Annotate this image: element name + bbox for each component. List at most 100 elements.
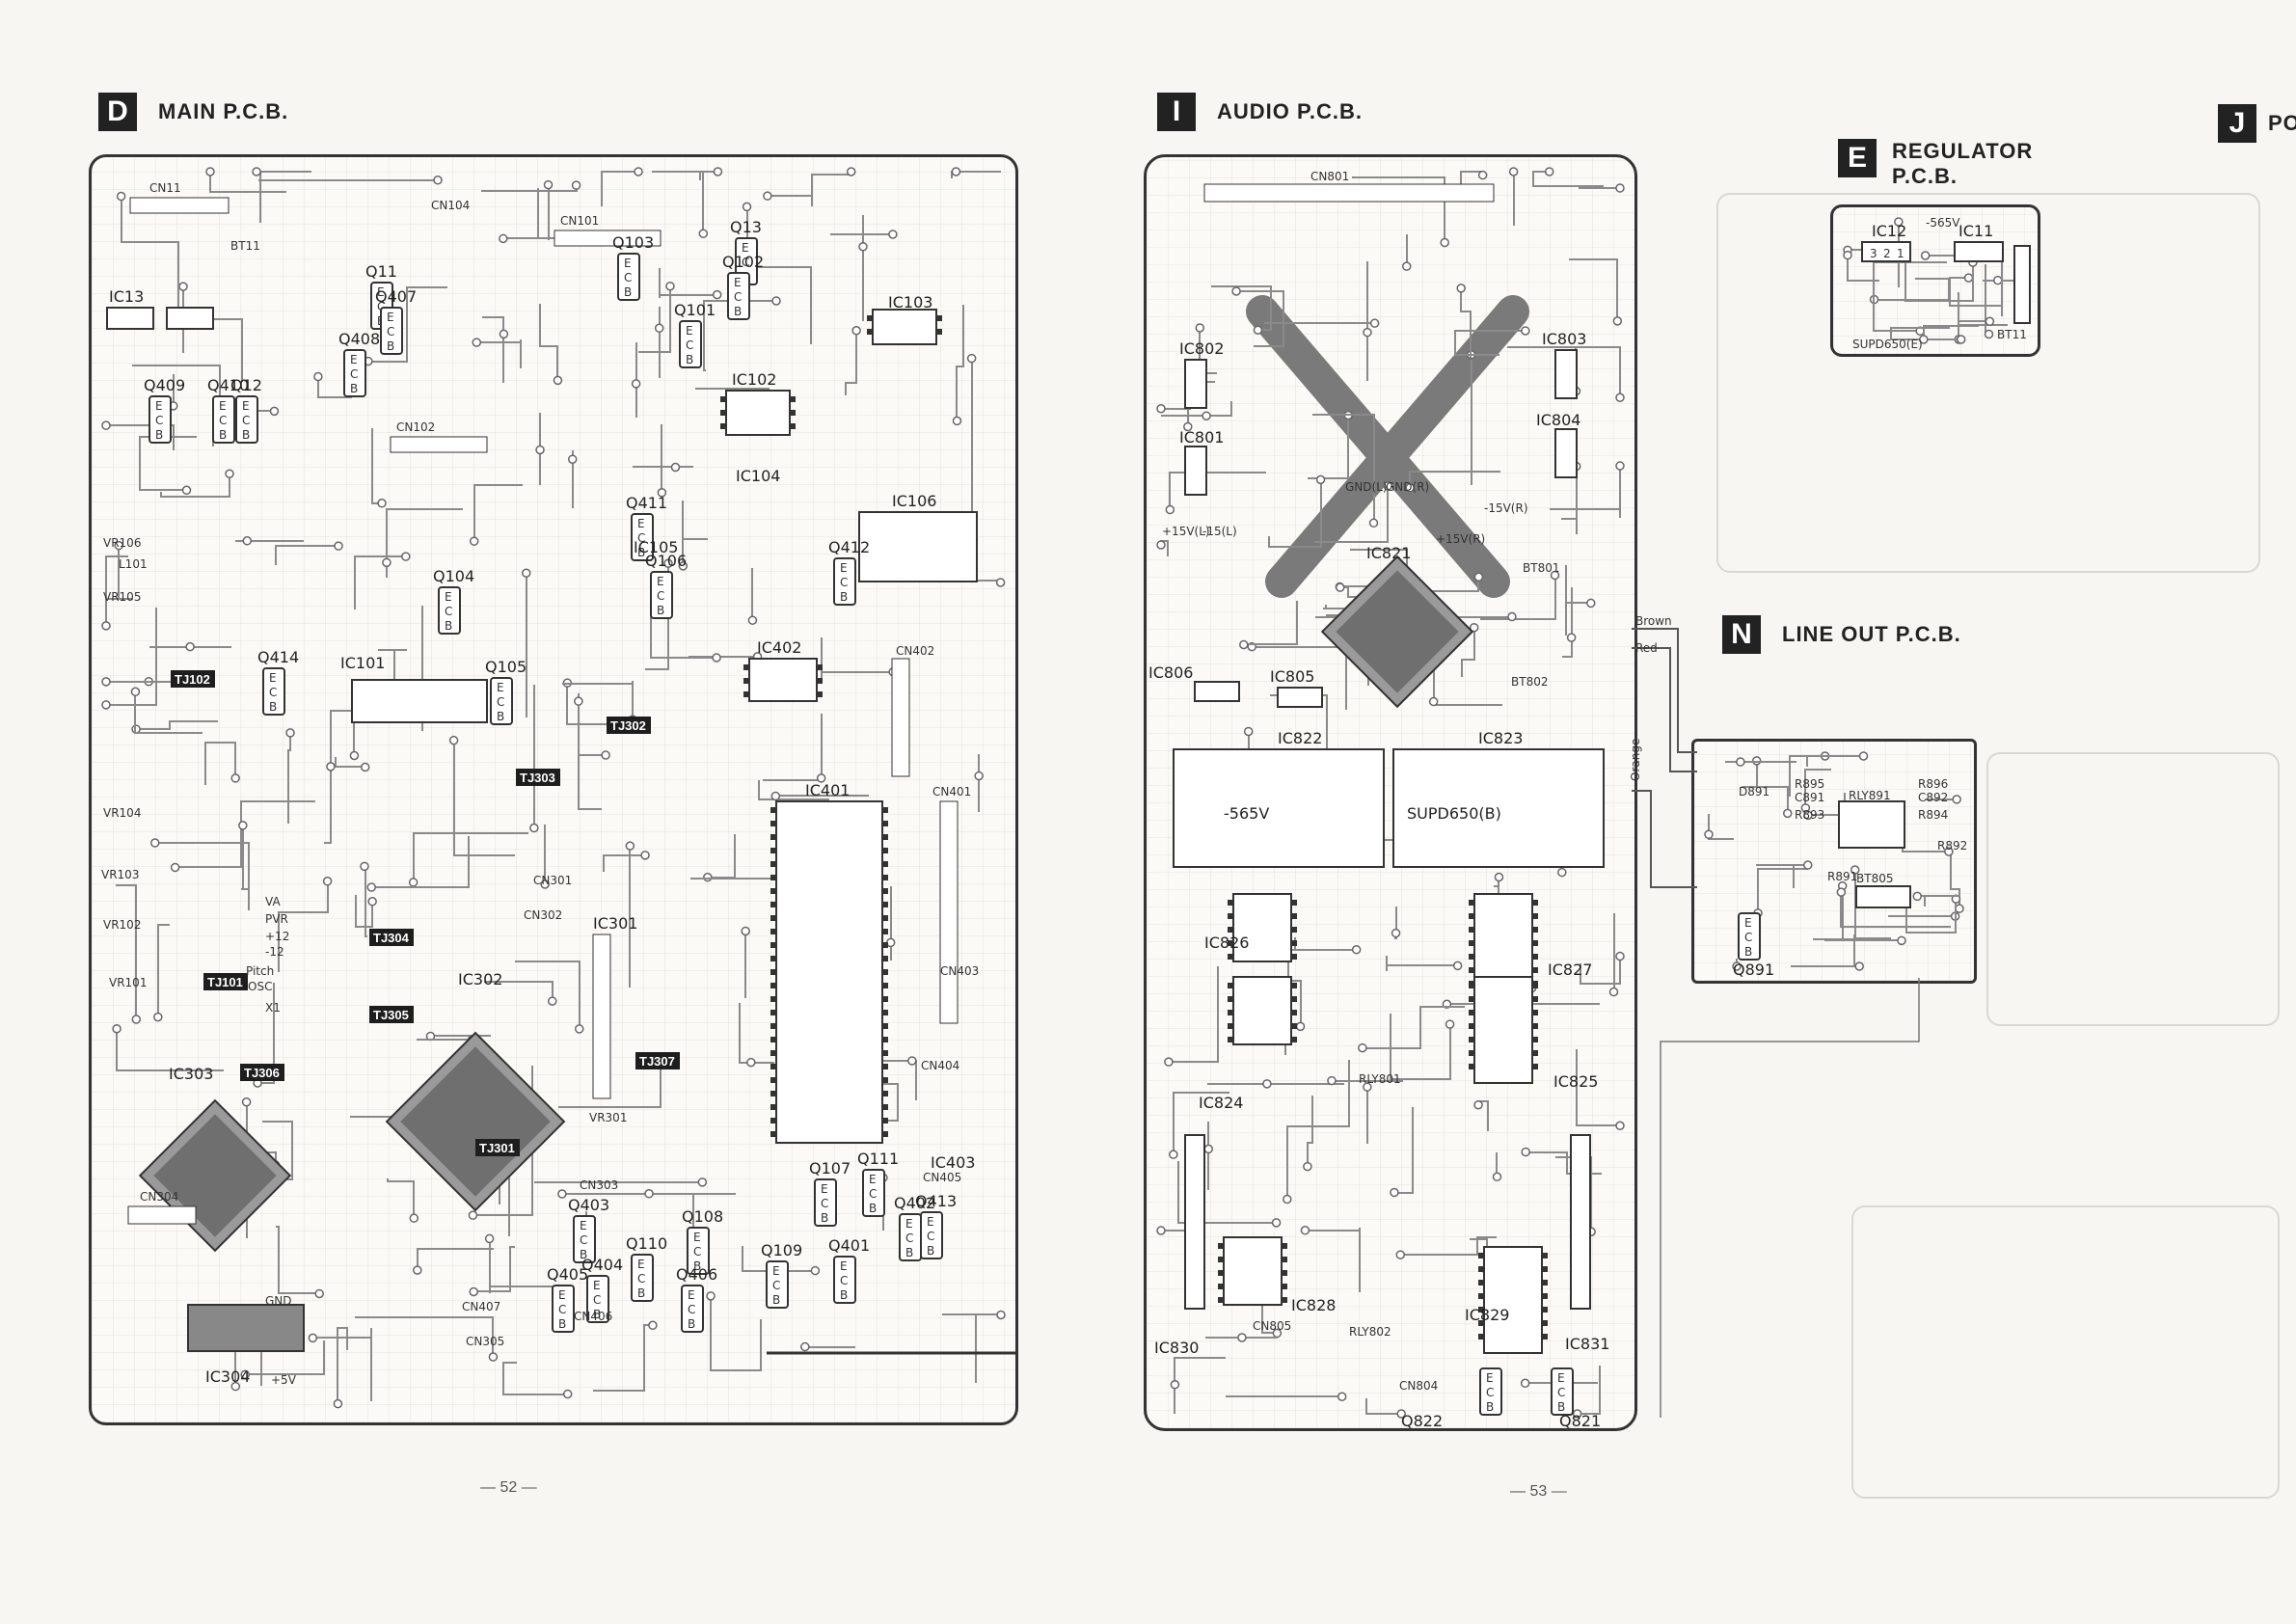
transistor-pin-label: E xyxy=(377,285,385,299)
transistor-pin-label: C xyxy=(742,256,749,269)
cap-label: C891 xyxy=(1795,791,1824,804)
solder-pad xyxy=(713,167,723,176)
solder-pad xyxy=(1358,1042,1367,1053)
transistor-pin-label: E xyxy=(637,1258,645,1271)
transistor-pin-label: B xyxy=(269,700,277,714)
ic102-chip xyxy=(725,390,791,436)
ic-pin xyxy=(1469,1037,1474,1042)
transistor-pin-label: C xyxy=(1744,931,1752,944)
ic-pin xyxy=(1291,996,1297,1002)
ic-label-ic827: IC827 xyxy=(1548,961,1592,979)
copper-trace xyxy=(1286,1060,1350,1200)
ic803-header xyxy=(1554,349,1578,399)
copper-trace xyxy=(942,1313,1001,1383)
test-point-box xyxy=(240,1064,284,1081)
copper-trace xyxy=(204,742,236,785)
transistor-pin-label: B xyxy=(1486,1400,1494,1414)
solder-pad xyxy=(1391,928,1401,938)
ic-pin xyxy=(882,1010,888,1015)
transistor-pin-label: C xyxy=(242,414,250,427)
ic805-header xyxy=(1277,687,1323,708)
ic-pin xyxy=(882,1077,888,1083)
transistor-pin-label: C xyxy=(840,1274,848,1287)
test-point-box xyxy=(607,717,651,734)
transistor-q414 xyxy=(262,667,285,716)
wire-label-red: Red xyxy=(1635,641,1658,655)
transistor-pin-label: C xyxy=(637,531,645,545)
pin-number: 3 xyxy=(1870,247,1877,260)
connector-label-cn407: CN407 xyxy=(462,1300,500,1313)
copper-trace xyxy=(746,206,812,344)
solder-pad xyxy=(413,1265,422,1275)
copper-trace xyxy=(1366,1087,1368,1144)
connector-label-cn302: CN302 xyxy=(524,908,562,922)
solder-pad xyxy=(1836,887,1847,897)
solder-pad xyxy=(846,167,856,176)
ic-pin xyxy=(882,875,888,880)
solder-pad xyxy=(644,1189,654,1199)
test-point-label: TJ101 xyxy=(207,975,243,989)
solder-pad xyxy=(888,230,898,239)
test-point-label: TJ307 xyxy=(639,1054,675,1069)
transistor-label-q12: Q12 xyxy=(230,376,262,394)
ic-pin xyxy=(1469,1064,1474,1069)
ic-pin xyxy=(1542,1320,1548,1326)
ic-pin xyxy=(1228,900,1233,906)
copper-trace xyxy=(476,339,522,368)
ic-label-ic806: IC806 xyxy=(1148,663,1193,682)
copper-trace xyxy=(1562,587,1573,658)
transistor-pin-label: B xyxy=(772,1293,780,1307)
transistor-label-q13: Q13 xyxy=(730,218,762,236)
copper-trace xyxy=(482,316,504,383)
ic304-chip xyxy=(187,1304,305,1352)
cn402-connector xyxy=(891,658,910,777)
solder-pad xyxy=(101,700,111,710)
ic-pin xyxy=(882,942,888,948)
transistor-pin-label: C xyxy=(840,576,848,589)
ic-pin xyxy=(1218,1270,1224,1276)
bt11-connector xyxy=(2013,245,2031,324)
transistor-pin-label: E xyxy=(1557,1371,1565,1385)
solder-pad xyxy=(101,420,111,430)
solder-pad xyxy=(1271,1218,1282,1228)
solder-pad xyxy=(697,1177,708,1187)
section-letter-i: I xyxy=(1157,93,1196,131)
solder-pad xyxy=(1920,251,1931,260)
solder-pad xyxy=(574,696,583,706)
transistor-pin-label: C xyxy=(905,1232,913,1245)
solder-pad xyxy=(238,821,248,830)
transistor-q891 xyxy=(1738,912,1761,961)
main-pcb-board: ECBECBECBECBECBECBECBECBECBECBECBECBECBE… xyxy=(89,154,1018,1425)
solder-pad xyxy=(1732,961,1742,971)
transistor-pin-label: E xyxy=(869,1173,877,1186)
transistor-pin-label: C xyxy=(350,367,358,381)
audio-pcb-title: AUDIO P.C.B. xyxy=(1217,99,1363,123)
transistor-label-q407: Q407 xyxy=(375,287,417,306)
misc-label: PVR xyxy=(265,912,288,926)
ic-pin xyxy=(882,902,888,907)
copper-trace xyxy=(160,474,230,498)
copper-trace xyxy=(276,1226,319,1294)
ic-pin xyxy=(882,1131,888,1137)
connector-label-cn301: CN301 xyxy=(533,874,572,887)
transistor-label-q406: Q406 xyxy=(676,1265,717,1284)
ic-pin xyxy=(882,915,888,921)
solder-pad xyxy=(131,1015,142,1024)
ic-pin xyxy=(1532,983,1538,988)
connector-label-cn11: CN11 xyxy=(149,181,181,195)
transistor-pin-label: C xyxy=(624,271,632,284)
solder-pad xyxy=(1615,392,1625,402)
copper-trace xyxy=(1323,605,1352,609)
transistor-q822 xyxy=(1479,1367,1502,1416)
copper-trace xyxy=(121,197,179,311)
transistor-pin-label: B xyxy=(657,604,664,617)
transistor-pin-label: B xyxy=(350,382,358,395)
copper-trace xyxy=(1461,628,1475,677)
copper-trace xyxy=(193,318,243,382)
solder-pad xyxy=(1963,273,1974,283)
ic-pin xyxy=(743,678,749,684)
copper-trace xyxy=(116,1029,224,1071)
solder-pad xyxy=(1782,808,1793,819)
ic-label-ic829: IC829 xyxy=(1465,1306,1509,1324)
